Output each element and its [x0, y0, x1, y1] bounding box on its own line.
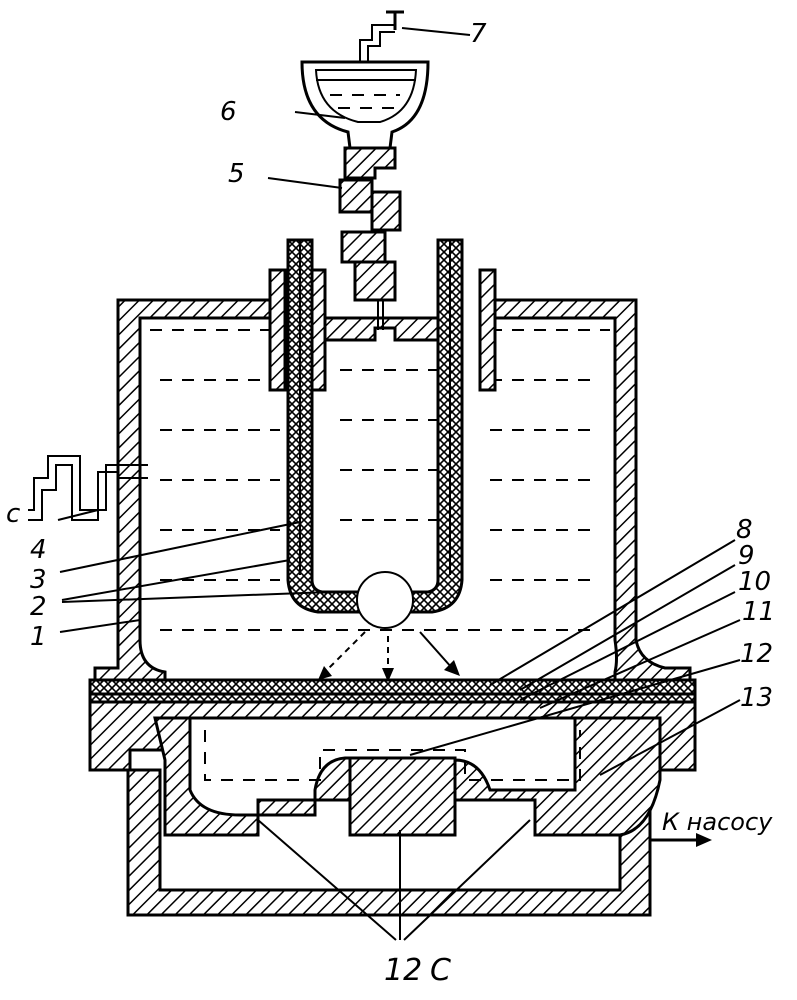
inlet-pipe: [28, 455, 148, 521]
label-pump: К насосу: [662, 808, 773, 836]
label-8: 8: [736, 515, 753, 545]
u-tube: [268, 238, 497, 614]
label-3: 3: [30, 565, 47, 595]
leader-lines: [57, 111, 741, 941]
label-7: 7: [470, 19, 487, 49]
label-c-top: с: [6, 499, 20, 529]
label-12b: 12: [384, 953, 422, 988]
reservoir: [300, 24, 430, 150]
label-11: 11: [742, 597, 775, 627]
labels: 7 6 5 с 4 3 2 1 8 9 10 11 12 13 К насосу…: [6, 19, 775, 988]
base-plates: [88, 678, 697, 772]
valve-icon: [386, 10, 471, 36]
label-9: 9: [738, 541, 755, 571]
label-12a: 12: [740, 639, 773, 669]
emission-arrows: [318, 631, 460, 682]
label-c-bottom: С: [430, 953, 451, 988]
label-1: 1: [30, 622, 47, 652]
label-13: 13: [740, 683, 773, 713]
label-2: 2: [30, 592, 47, 622]
pump-outlet-arrow: [650, 833, 712, 847]
liquid-dashes: [150, 329, 610, 631]
label-10: 10: [738, 567, 771, 597]
discharge-sphere: [356, 571, 414, 629]
stepped-connector: [338, 146, 402, 330]
label-6: 6: [220, 97, 237, 127]
label-4: 4: [30, 535, 47, 565]
label-5: 5: [228, 159, 245, 189]
lower-chamber: [126, 716, 662, 917]
